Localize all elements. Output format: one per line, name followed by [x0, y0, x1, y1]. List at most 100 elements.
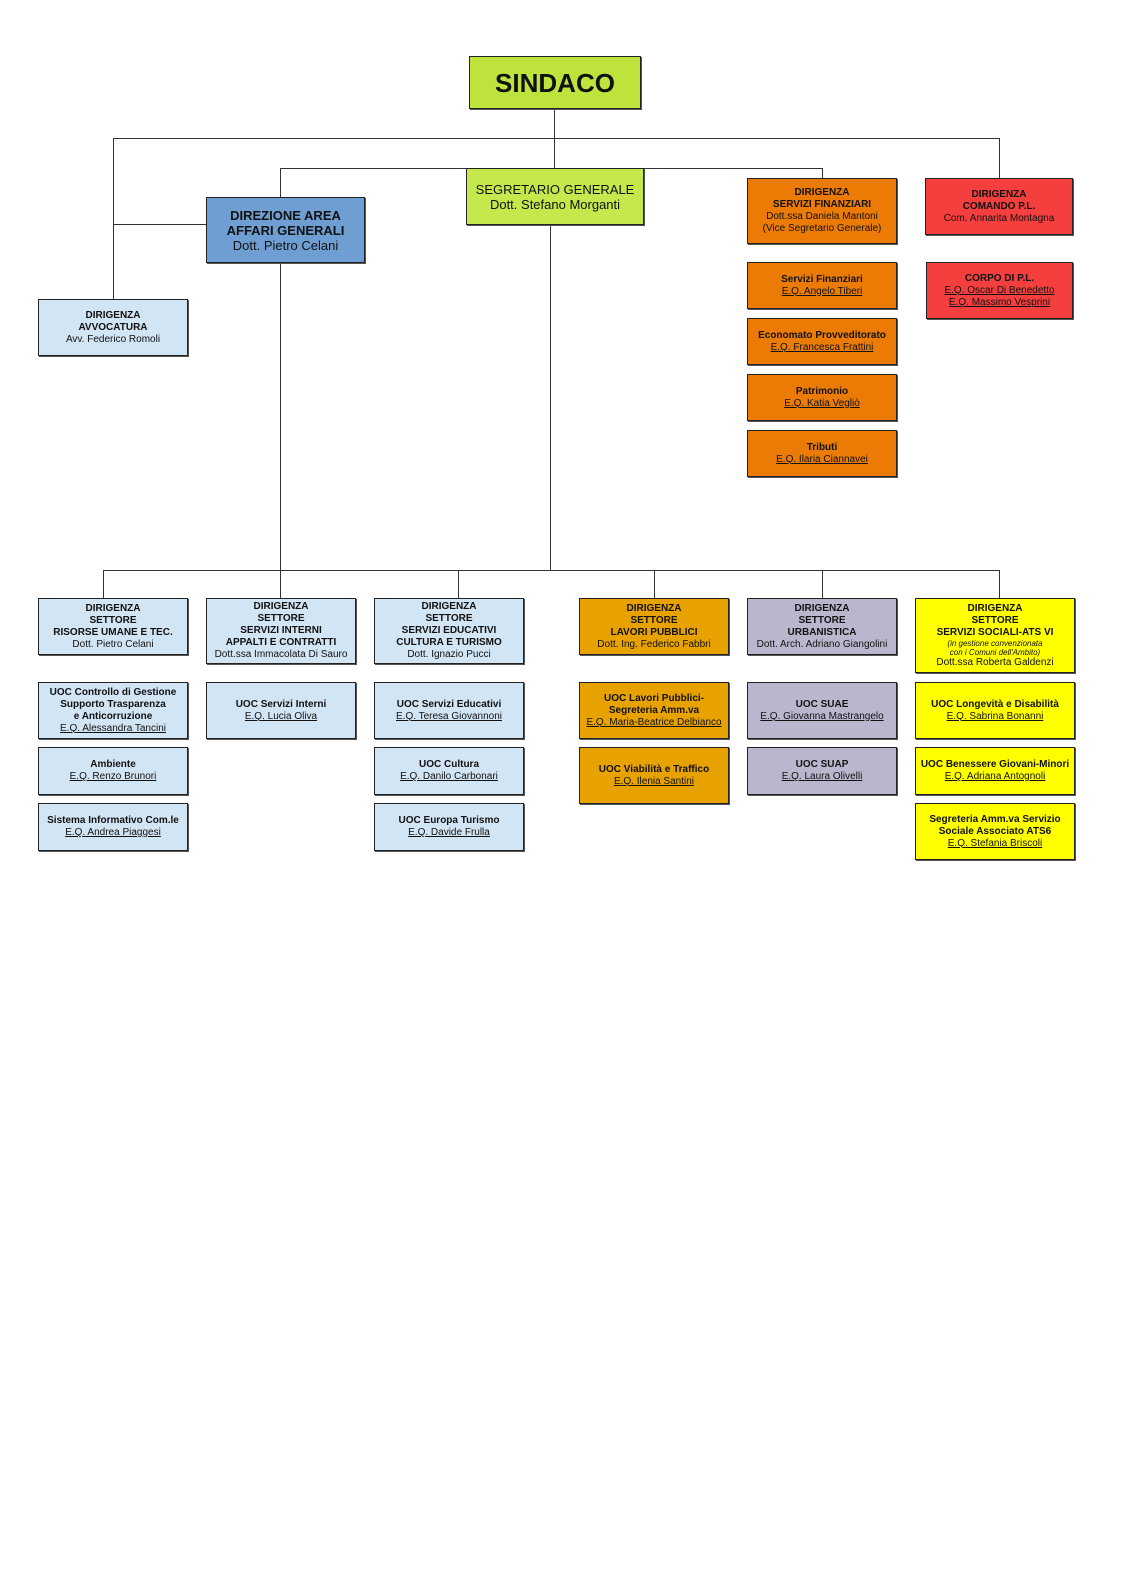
- person-link[interactable]: E.Q. Francesca Frattini: [770, 341, 874, 353]
- connector-line: [103, 570, 104, 598]
- node-text: e Anticorruzione: [73, 710, 153, 722]
- connector-line: [999, 138, 1000, 178]
- node-text: CORPO DI P.L.: [964, 272, 1035, 284]
- connector-line: [113, 224, 206, 225]
- node-text: Dott. Pietro Celani: [232, 237, 339, 253]
- person-link[interactable]: E.Q. Andrea Piaggesi: [65, 827, 161, 838]
- person-link[interactable]: E.Q. Sabrina Bonanni: [946, 710, 1044, 722]
- person-link[interactable]: E.Q. Stefania Briscoli: [947, 837, 1043, 849]
- person-link[interactable]: E.Q. Danilo Carbonari: [400, 771, 498, 782]
- node-text: DIRIGENZA: [626, 602, 682, 614]
- person-link[interactable]: E.Q. Angelo Tiberi: [781, 285, 863, 297]
- person-link[interactable]: E.Q. Adriana Antognoli: [944, 771, 1046, 782]
- node-text: Patrimonio: [795, 385, 849, 397]
- node-text: RISORSE UMANE E TEC.: [53, 626, 173, 638]
- node-text: con i Comuni dell'Ambito): [949, 647, 1041, 657]
- node-text: SETTORE: [425, 613, 473, 624]
- node-text: Dott.ssa Immacolata Di Sauro: [214, 649, 348, 660]
- person-link[interactable]: E.Q. Ilenia Santini: [613, 775, 695, 787]
- connector-line: [103, 570, 999, 571]
- node-text: SETTORE: [630, 614, 678, 626]
- node-text: SETTORE: [798, 614, 846, 626]
- connector-line: [280, 262, 281, 598]
- node-text: SEGRETARIO GENERALE: [475, 181, 635, 197]
- node-text: DIRIGENZA: [253, 601, 309, 612]
- person-link[interactable]: E.Q. Giovanna Mastrangelo: [760, 710, 884, 722]
- connector-line: [999, 570, 1000, 598]
- node-text: Dott. Arch. Adriano Giangolini: [756, 638, 888, 650]
- node-text: Segreteria Amm.va: [608, 704, 700, 716]
- connector-line: [654, 570, 655, 598]
- node-text: UOC Controllo di Gestione: [49, 686, 177, 698]
- node-text: Dott. Stefano Morganti: [489, 196, 621, 212]
- person-link[interactable]: E.Q. Davide Frulla: [408, 827, 490, 838]
- node-text: DIRIGENZA: [794, 187, 850, 198]
- node-text: Dott. Ignazio Pucci: [407, 649, 491, 660]
- person-link[interactable]: E.Q. Maria-Beatrice Delbianco: [586, 716, 722, 728]
- node-text: Sociale Associato ATS6: [938, 825, 1052, 837]
- node-text: Ambiente: [90, 759, 136, 770]
- node-text: DIRIGENZA: [421, 601, 477, 612]
- person-link[interactable]: E.Q. Lucia Oliva: [244, 710, 318, 722]
- person-link[interactable]: E.Q. Oscar Di Benedetto: [944, 284, 1055, 296]
- node-text: Dott. Ing. Federico Fabbri: [597, 638, 711, 650]
- node-text: Dott.ssa Roberta Galdenzi: [936, 656, 1054, 668]
- node-text: UOC SUAP: [795, 759, 849, 770]
- node-text: Avv. Federico Romoli: [65, 333, 161, 345]
- node-text: COMANDO P.L.: [962, 200, 1036, 212]
- node-text: Segreteria Amm.va Servizio: [929, 813, 1061, 825]
- node-text: SERVIZI INTERNI: [240, 625, 322, 636]
- node-sindaco: SINDACO: [469, 56, 641, 109]
- person-link[interactable]: E.Q. Renzo Brunori: [69, 771, 157, 782]
- node-text: DIRIGENZA: [971, 188, 1027, 200]
- node-text: UOC SUAE: [795, 698, 849, 710]
- node-text: UOC Benessere Giovani-Minori: [920, 759, 1070, 770]
- node-text: Com. Annarita Montagna: [943, 212, 1055, 224]
- person-link[interactable]: E.Q. Katia Vegliò: [784, 397, 860, 409]
- node-text: Supporto Trasparenza: [60, 698, 166, 710]
- person-link[interactable]: E.Q. Teresa Giovannoni: [396, 710, 502, 722]
- node-text: SERVIZI FINANZIARI: [772, 199, 872, 210]
- node-text: DIRIGENZA: [85, 602, 141, 614]
- person-link[interactable]: E.Q. Laura Olivelli: [781, 771, 863, 782]
- node-text: LAVORI PUBBLICI: [610, 626, 698, 638]
- node-text: Economato Provveditorato: [758, 329, 886, 341]
- person-link[interactable]: E.Q. Massimo Vesprini: [948, 296, 1051, 308]
- node-text: Sistema Informativo Com.le: [47, 815, 179, 826]
- person-link[interactable]: E.Q. Ilaria Ciannavei: [776, 453, 868, 465]
- node-text: CULTURA E TURISMO: [396, 637, 502, 648]
- node-text: (Vice Segretario Generale): [762, 223, 882, 234]
- node-text: SETTORE: [257, 613, 305, 624]
- connector-line: [113, 138, 114, 299]
- node-text: DIRIGENZA: [794, 602, 850, 614]
- connector-line: [458, 570, 459, 598]
- node-text: SETTORE: [89, 614, 137, 626]
- node-text: SERVIZI EDUCATIVI: [401, 625, 497, 636]
- node-text: Tributi: [806, 441, 838, 453]
- node-text: SERVIZI SOCIALI-ATS VI: [936, 626, 1054, 638]
- node-text: DIREZIONE AREA: [230, 207, 341, 223]
- person-link[interactable]: E.Q. Alessandra Tancini: [60, 722, 166, 734]
